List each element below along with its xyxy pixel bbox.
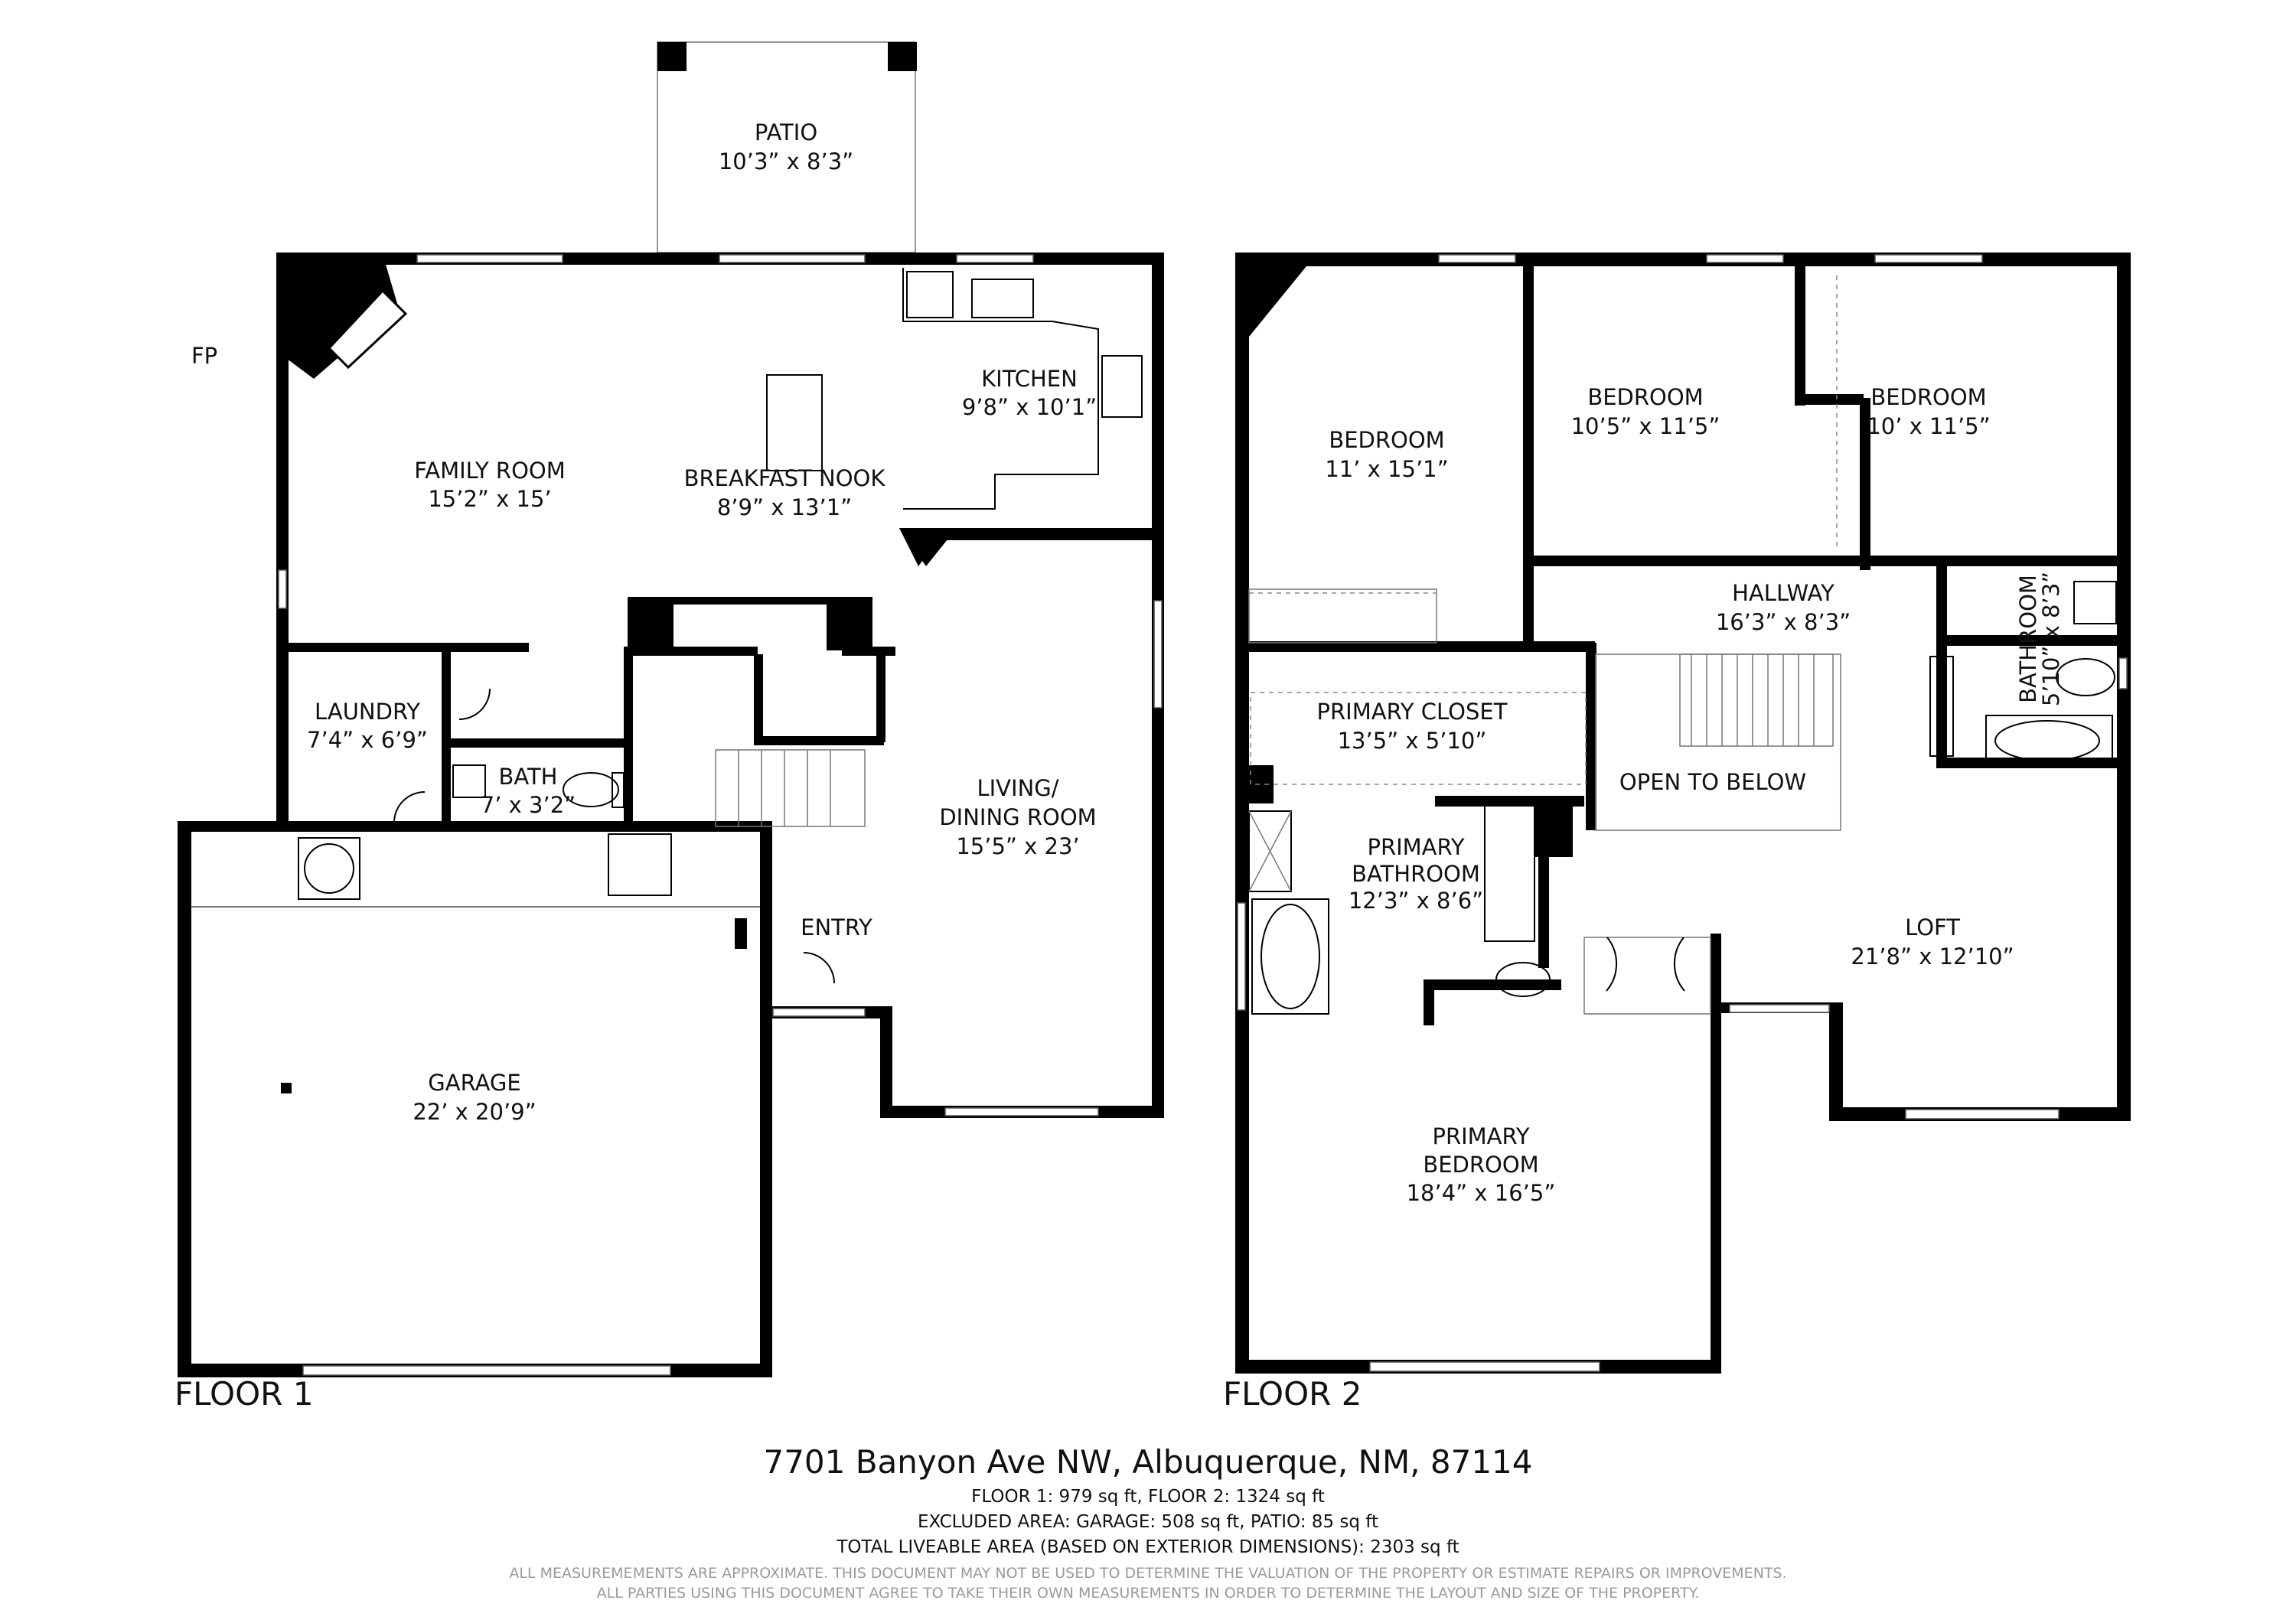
bedroom2-dims: 10’5” x 11’5”: [1571, 413, 1720, 439]
loft-name: LOFT: [1905, 914, 1960, 940]
floor1-stairs: [715, 749, 866, 827]
bedroom1-name: BEDROOM: [1329, 427, 1444, 453]
patio-outline: [657, 41, 917, 253]
primary-bedroom-dims: 18’4” x 16’5”: [1407, 1180, 1556, 1206]
disclaimer-line2: ALL PARTIES USING THIS DOCUMENT AGREE TO…: [597, 1585, 1700, 1602]
fireplace-label: FP: [191, 343, 217, 369]
family-room-dims: 15’2” x 15’: [428, 486, 551, 512]
floor1-plan: FLOOR 1 FP PATIO 10’3” x 8’3” FAMILY ROO…: [174, 41, 1164, 1413]
total-liveable-area: TOTAL LIVEABLE AREA (BASED ON EXTERIOR D…: [836, 1537, 1459, 1557]
bathroom-dims: 5’10” x 8’3”: [2038, 572, 2064, 706]
bath-dims: 7’ x 3’2”: [481, 792, 576, 818]
footer: 7701 Banyon Ave NW, Albuquerque, NM, 871…: [509, 1443, 1786, 1602]
living-room-name2: DINING ROOM: [939, 804, 1096, 830]
floor1-bath: [393, 688, 835, 984]
primary-bedroom-name2: BEDROOM: [1423, 1152, 1538, 1178]
bedroom3-dims: 10’ x 11’5”: [1867, 413, 1990, 439]
patio-dims: 10’3” x 8’3”: [719, 148, 853, 174]
primary-bathroom-dims: 12’3” x 8’6”: [1349, 888, 1483, 914]
garage-details: [191, 833, 760, 1093]
kitchen-counters: [766, 268, 1143, 510]
primary-bathroom-name: PRIMARY: [1367, 834, 1464, 860]
floor1-windows: [278, 254, 1163, 1376]
bedroom1-dims: 11’ x 15’1”: [1325, 456, 1448, 482]
garage-dims: 22’ x 20’9”: [413, 1099, 536, 1125]
hallway-name: HALLWAY: [1732, 580, 1835, 606]
kitchen-dims: 9’8” x 10’1”: [962, 394, 1097, 420]
floor2-fixtures: [1248, 581, 2117, 1015]
bath-name: BATH: [498, 764, 557, 790]
bathroom-name: BATHROOM: [2015, 575, 2041, 703]
living-room-name: LIVING/: [977, 775, 1058, 801]
patio-name: PATIO: [755, 119, 817, 145]
excluded-area: EXCLUDED AREA: GARAGE: 508 sq ft, PATIO:…: [918, 1512, 1378, 1532]
entry-name: ENTRY: [801, 914, 872, 940]
living-room-dims: 15’5” x 23’: [956, 833, 1079, 859]
address: 7701 Banyon Ave NW, Albuquerque, NM, 871…: [763, 1443, 1532, 1481]
floor2-closets: [1248, 275, 1841, 1015]
family-room-name: FAMILY ROOM: [414, 458, 566, 484]
breakfast-nook-dims: 8’9” x 13’1”: [717, 494, 852, 520]
primary-bathroom-name2: BATHROOM: [1352, 861, 1480, 887]
floor-areas: FLOOR 1: 979 sq ft, FLOOR 2: 1324 sq ft: [971, 1487, 1325, 1507]
primary-closet-name: PRIMARY CLOSET: [1317, 699, 1508, 725]
kitchen-name: KITCHEN: [981, 366, 1078, 392]
disclaimer-line1: ALL MEASUREMEMENTS ARE APPROXIMATE. THIS…: [509, 1565, 1786, 1582]
floor2-title: FLOOR 2: [1223, 1375, 1362, 1413]
breakfast-nook-name: BREAKFAST NOOK: [684, 465, 886, 491]
floor2-windows: [1237, 254, 2128, 1372]
floor1-title: FLOOR 1: [174, 1375, 313, 1413]
laundry-dims: 7’4” x 6’9”: [307, 727, 428, 753]
floor2-plan: FLOOR 2 BEDROOM 11’ x 15’1” BEDROOM 10’5…: [1223, 253, 2131, 1413]
open-to-below-label: OPEN TO BELOW: [1619, 769, 1806, 795]
primary-closet-dims: 13’5” x 5’10”: [1338, 728, 1487, 754]
bedroom3-name: BEDROOM: [1870, 384, 1986, 410]
primary-bedroom-name: PRIMARY: [1432, 1123, 1529, 1149]
hallway-dims: 16’3” x 8’3”: [1716, 609, 1851, 635]
bedroom2-name: BEDROOM: [1587, 384, 1703, 410]
garage-name: GARAGE: [428, 1070, 520, 1096]
loft-dims: 21’8” x 12’10”: [1851, 943, 2014, 970]
laundry-name: LAUNDRY: [315, 699, 420, 725]
